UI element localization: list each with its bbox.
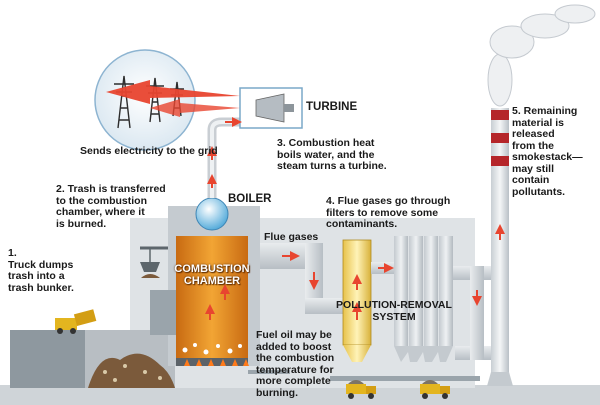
step-4-text: 4. Flue gases go through filters to remo… bbox=[326, 195, 451, 230]
stack-base bbox=[487, 372, 513, 386]
filter-2 bbox=[409, 236, 423, 346]
step-5-text: 5. Remaining material is released from t… bbox=[512, 105, 583, 198]
combustion-chamber-label: COMBUSTION CHAMBER bbox=[174, 263, 250, 287]
boiler-tank bbox=[195, 197, 229, 231]
smokestack bbox=[491, 108, 509, 386]
stack-band-3 bbox=[491, 156, 509, 166]
flow-arrows bbox=[205, 117, 505, 320]
ash-conveyor bbox=[330, 376, 480, 381]
bunker-wall bbox=[10, 330, 85, 388]
scrubber-tower bbox=[342, 239, 372, 346]
burner-flames bbox=[184, 359, 249, 366]
step-2-text: 2. Trash is transferred to the combustio… bbox=[56, 183, 166, 230]
duct-vertical bbox=[470, 266, 484, 360]
chamber-feed-chute bbox=[150, 290, 176, 335]
stack-band-1 bbox=[491, 110, 509, 120]
combustion-chamber bbox=[176, 236, 248, 366]
grid-arrows bbox=[106, 80, 240, 117]
trash-pile-specks bbox=[103, 364, 162, 382]
step-3-text: 3. Combustion heat boils water, and the … bbox=[277, 137, 387, 172]
stack-band-2 bbox=[491, 133, 509, 143]
pollution-removal-label: POLLUTION-REMOVAL SYSTEM bbox=[336, 299, 452, 323]
filter-3 bbox=[424, 236, 438, 346]
scrubber-hopper bbox=[343, 345, 371, 362]
flue-duct-low bbox=[305, 298, 343, 314]
smoke-plume bbox=[487, 4, 596, 107]
truck-dumping bbox=[55, 309, 97, 334]
fuel-oil-text: Fuel oil may be added to boost the combu… bbox=[256, 329, 335, 399]
trash-pile bbox=[88, 353, 175, 388]
boiler-label: BOILER bbox=[228, 193, 272, 205]
burning-trash bbox=[182, 343, 242, 355]
turbine-label: TURBINE bbox=[306, 101, 358, 113]
ash-truck-2 bbox=[420, 380, 450, 399]
turbine-rotor bbox=[255, 93, 294, 123]
filter-4 bbox=[439, 236, 453, 346]
filter-1 bbox=[394, 236, 408, 346]
filter-hoppers bbox=[394, 346, 453, 362]
flue-gases-label: Flue gases bbox=[264, 231, 319, 243]
grid-label: Sends electricity to the grid bbox=[80, 145, 218, 157]
step-1-text: 1. Truck dumps trash into a trash bunker… bbox=[8, 247, 74, 294]
ash-truck-1 bbox=[346, 380, 376, 399]
